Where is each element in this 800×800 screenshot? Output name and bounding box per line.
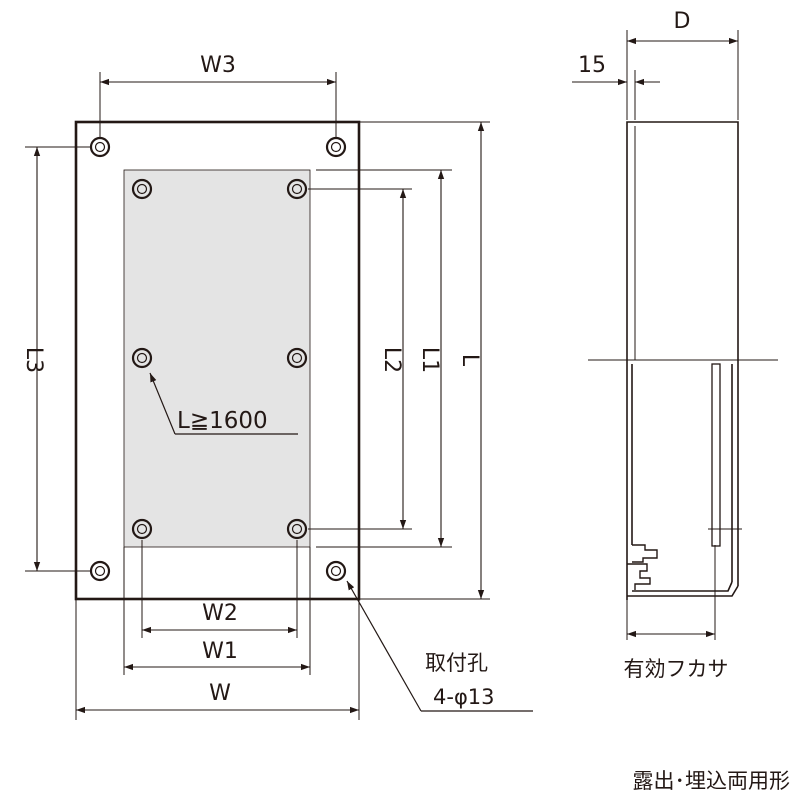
mounting-hole: [89, 136, 111, 158]
panel-hole: [286, 347, 308, 369]
label-w: W: [209, 681, 231, 706]
panel-hole: [286, 518, 308, 540]
label-w2: W2: [202, 601, 238, 626]
label-w1: W1: [202, 639, 238, 664]
label-d: D: [674, 9, 691, 34]
mounting-hole: [325, 560, 347, 582]
mounting-hole: [325, 136, 347, 158]
label-effective-cover: 有効フカサ: [624, 657, 729, 681]
caption: 露出･埋込両用形: [633, 769, 791, 793]
label-l2: L2: [379, 347, 404, 373]
label-l3: L3: [21, 347, 46, 373]
panel-hole: [131, 518, 153, 540]
mounting-hole: [89, 560, 111, 582]
label-mount-hole-2: 4-φ13: [433, 685, 495, 709]
label-mount-hole-1: 取付孔: [425, 651, 488, 675]
panel-hole: [131, 347, 153, 369]
panel-hole: [286, 178, 308, 200]
leader-mount-hole: [346, 580, 422, 712]
side-profile: [626, 360, 742, 600]
label-l1: L1: [417, 347, 442, 373]
label-l: L: [457, 354, 482, 367]
enclosure-outline: [74, 120, 361, 601]
side-view: D 15 有効フカサ: [572, 9, 778, 681]
label-l-condition: L≧1600: [177, 408, 268, 434]
front-view: W3 W2 W1 W L3 L2 L1 L L≧1600 取付孔 4-φ13: [21, 53, 533, 720]
leader-l-condition: [149, 372, 176, 435]
label-w3: W3: [200, 53, 236, 78]
inner-panel: [123, 169, 311, 548]
label-15: 15: [578, 53, 606, 78]
panel-hole: [131, 178, 153, 200]
dimension-lines: [33, 78, 485, 714]
